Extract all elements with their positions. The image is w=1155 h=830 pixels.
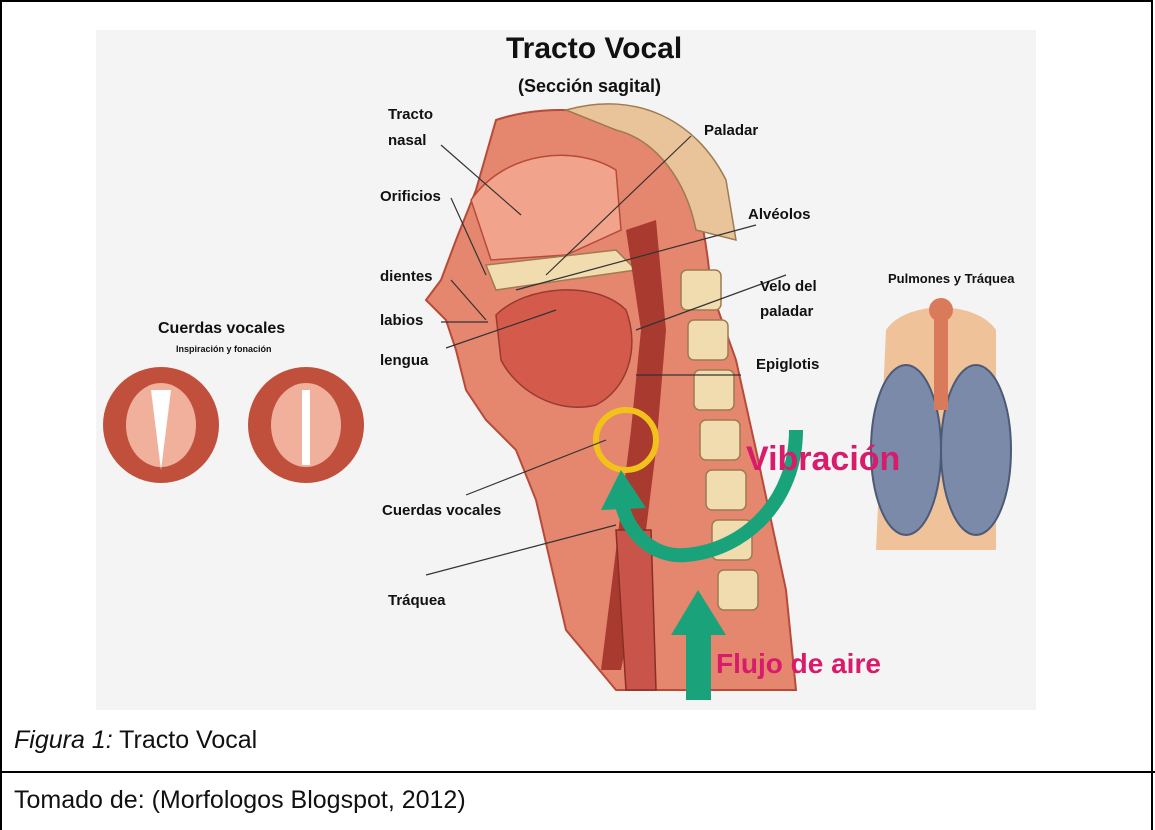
inset-right-title: Pulmones y Tráquea (888, 270, 1014, 288)
label-alveolos: Alvéolos (748, 206, 811, 224)
figure-caption: Figura 1: Tracto Vocal (14, 726, 257, 755)
vocal-tract-figure: Tracto Vocal (Sección sagital) Tracto na… (96, 30, 1036, 710)
row-divider (0, 771, 1155, 773)
label-velo-1: Velo del (760, 278, 817, 296)
vocal-cords-inset (103, 367, 364, 483)
airflow-arrow (686, 630, 711, 700)
label-paladar: Paladar (704, 122, 758, 140)
lungs-inset (871, 298, 1011, 550)
label-dientes: dientes (380, 268, 433, 286)
inset-left-title: Cuerdas vocales (158, 320, 285, 338)
label-epiglotis: Epiglotis (756, 356, 819, 374)
label-tracto-nasal-1: Tracto (388, 106, 433, 124)
label-tracto-nasal-2: nasal (388, 132, 426, 150)
anatomy-illustration (96, 30, 1036, 710)
inset-left-subtitle: Inspiración y fonación (176, 343, 272, 355)
diagram-title: Tracto Vocal (506, 32, 682, 66)
label-vibracion: Vibración (746, 440, 900, 478)
label-orificios: Orificios (380, 188, 441, 206)
label-traquea: Tráquea (388, 592, 446, 610)
label-flujo-de-aire: Flujo de aire (716, 648, 881, 680)
label-labios: labios (380, 312, 423, 330)
figure-source: Tomado de: (Morfologos Blogspot, 2012) (14, 786, 466, 815)
label-velo-2: paladar (760, 303, 813, 321)
diagram-subtitle: (Sección sagital) (518, 75, 661, 97)
label-cuerdas-vocales: Cuerdas vocales (382, 502, 501, 520)
figure-caption-prefix: Figura 1: (14, 726, 113, 754)
label-lengua: lengua (380, 352, 428, 370)
figure-caption-title: Tracto Vocal (119, 726, 257, 754)
